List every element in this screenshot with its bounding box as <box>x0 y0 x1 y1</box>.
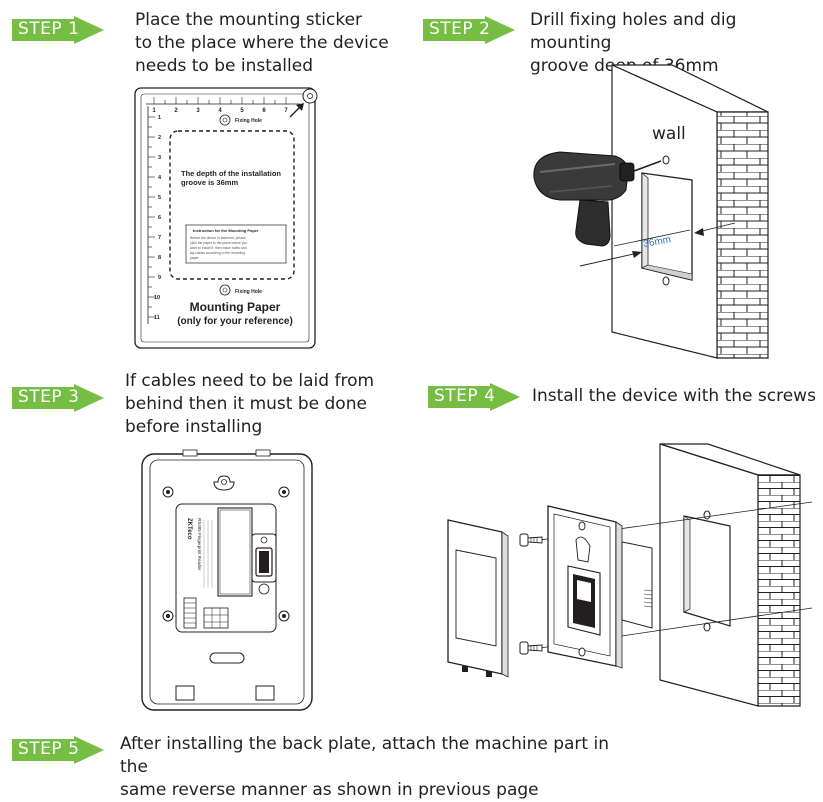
dimension-label: 36mm <box>643 234 672 250</box>
mounting-sticker-figure: 1 2 3 4 5 6 7 1 2 3 4 5 6 7 8 9 10 11 <box>134 87 318 349</box>
step-2-badge: STEP 2 <box>423 16 515 44</box>
instruction-line: want to install it, then make holes and <box>190 246 247 250</box>
depth-text-line1: The depth of the installation <box>181 169 281 178</box>
step-1-line: needs to be installed <box>135 56 314 76</box>
instruction-line: Before the device is fastened, please <box>190 236 246 240</box>
step-5-line: same reverse manner as shown in previous… <box>120 780 539 800</box>
side-number: 7 <box>158 235 161 241</box>
step-3-line: behind then it must be done <box>125 394 367 414</box>
side-number: 10 <box>154 295 160 301</box>
side-number: 8 <box>158 255 161 261</box>
step-1-line: Place the mounting sticker <box>135 10 363 30</box>
side-number: 3 <box>158 155 161 161</box>
arrow-icon <box>289 103 304 118</box>
step-4-badge: STEP 4 <box>428 383 520 411</box>
step-3-text: If cables need to be laid from behind th… <box>125 370 395 439</box>
step-5-text: After installing the back plate, attach … <box>120 733 640 802</box>
fixing-hole-icon <box>219 114 231 126</box>
side-number: 5 <box>158 195 161 201</box>
step-5-badge-label: STEP 5 <box>18 739 80 759</box>
instruction-line: stick the paper to the place where you <box>190 241 247 245</box>
step-4-text: Install the device with the screws <box>532 385 817 408</box>
ruler-number: 1 <box>152 108 156 114</box>
step-1-badge-label: STEP 1 <box>18 19 80 39</box>
ruler-number: 6 <box>262 108 266 114</box>
step-5-line: After installing the back plate, attach … <box>120 734 609 777</box>
step-1-line: to the place where the device <box>135 33 389 53</box>
wall-label: wall <box>652 124 686 144</box>
sticker-title: Mounting Paper <box>190 300 281 314</box>
drill-icon <box>533 151 662 247</box>
install-figure <box>447 443 813 707</box>
instruction-line: paper. <box>190 256 200 260</box>
side-number: 11 <box>154 315 160 321</box>
step-3-badge-label: STEP 3 <box>18 387 80 407</box>
wall-drill-figure: wall 36mm <box>533 64 769 359</box>
step-4-badge-label: STEP 4 <box>434 386 496 406</box>
ruler-number: 5 <box>240 108 244 114</box>
step-3-line: before installing <box>125 417 263 437</box>
fixing-hole-icon <box>219 284 231 296</box>
ruler-number: 4 <box>218 108 222 114</box>
side-number: 9 <box>158 275 161 281</box>
step-2-badge-label: STEP 2 <box>429 19 491 39</box>
ruler-number: 3 <box>196 108 200 114</box>
ruler-number: 7 <box>284 108 288 114</box>
step-1-text: Place the mounting sticker to the place … <box>135 9 395 78</box>
instruction-line: lay cables according to the mounting <box>190 251 245 255</box>
step-1-badge: STEP 1 <box>12 16 104 44</box>
side-number: 2 <box>158 135 161 141</box>
step-4-line: Install the device with the screws <box>532 386 816 406</box>
step-3-line: If cables need to be laid from <box>125 371 375 391</box>
fixing-hole-label-bottom: Fixing Hole <box>235 289 262 295</box>
step-2-line: Drill fixing holes and dig mounting <box>530 10 737 53</box>
side-number: 1 <box>158 115 161 121</box>
device-brand-label: ZKTeco <box>186 518 192 540</box>
fixing-hole-label-top: Fixing Hole <box>235 118 262 124</box>
instruction-title: Instruction for the Mounting Paper <box>193 228 259 233</box>
step-5-badge: STEP 5 <box>12 736 104 764</box>
side-number: 4 <box>158 175 162 181</box>
sticker-subtitle: (only for your reference) <box>177 316 293 327</box>
step-3-badge: STEP 3 <box>12 384 104 412</box>
screw-icon <box>519 641 543 655</box>
screw-icon <box>519 533 543 547</box>
ruler-number: 2 <box>174 108 178 114</box>
device-back-figure: ZKTeco RS485 Fingerprint Reader <box>141 449 313 711</box>
depth-text-line2: groove is 36mm <box>181 178 238 187</box>
side-number: 6 <box>158 215 161 221</box>
device-model-label: RS485 Fingerprint Reader <box>197 518 202 571</box>
